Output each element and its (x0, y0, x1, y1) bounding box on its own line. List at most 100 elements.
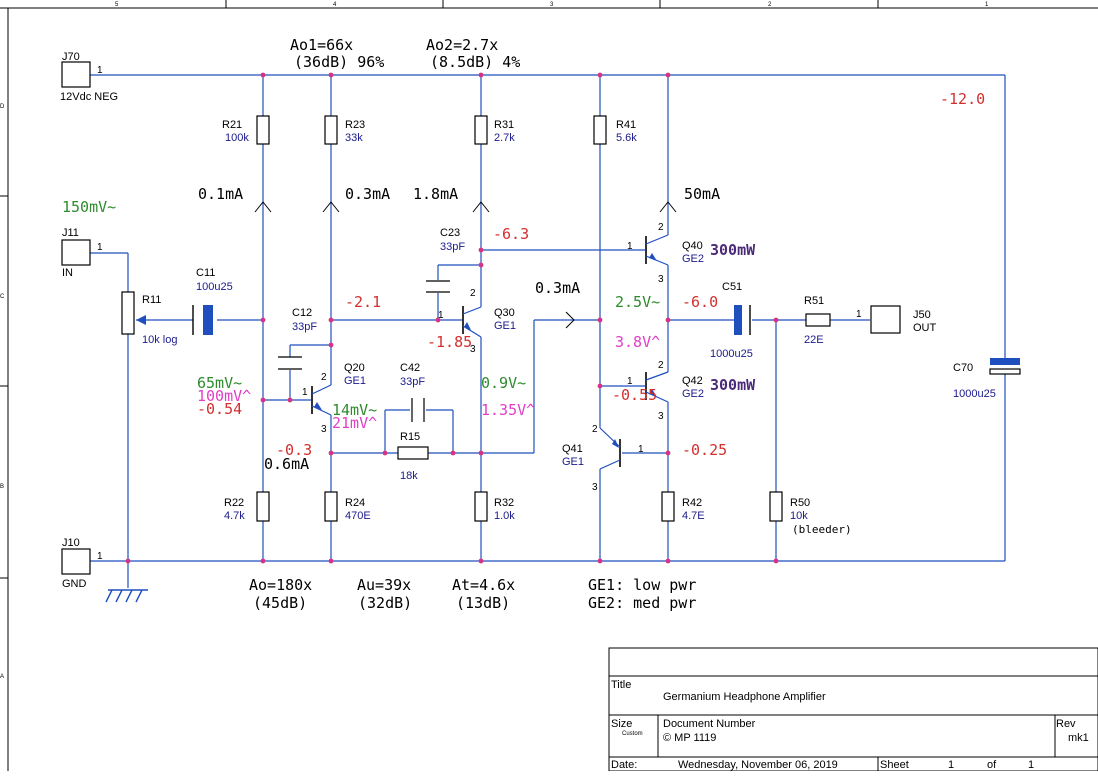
connector-j50: J50 OUT 1 (856, 305, 937, 334)
resistor-value: 22E (804, 334, 824, 346)
current-label: 50mA (684, 185, 720, 203)
title-label: Title (611, 679, 631, 691)
pin-number: 1 (302, 387, 308, 398)
resistor-ref: R41 (616, 119, 636, 131)
border-letter: A (0, 674, 4, 680)
current-label: 0.3mA (345, 185, 390, 203)
resistor-r51: R51 22E (804, 295, 831, 346)
document-number-label: Document Number (663, 718, 756, 730)
voltage-ac: 2.5V~ (615, 293, 660, 311)
pin-number: 1 (438, 310, 444, 321)
resistor-ref: R42 (682, 497, 702, 509)
resistor-r32: R32 1.0k (474, 491, 515, 522)
capacitor-value: 33pF (400, 376, 425, 388)
size-label: Size (611, 718, 632, 730)
resistor-ref: R32 (494, 497, 514, 509)
resistor-r31: R31 2.7k (474, 115, 515, 145)
capacitor-c51: C51 1000u25 (710, 281, 753, 360)
gain-ao-detail: (45dB) (253, 594, 307, 612)
voltage-dc: -1.85 (427, 333, 472, 351)
resistor-value: 4.7k (224, 510, 245, 522)
border-number: 1 (985, 2, 989, 8)
transistor-q41: 1 2 3 Q41 GE1 (562, 424, 644, 493)
capacitor-c70: C70 1000u25 (953, 358, 1021, 400)
pin-number: 1 (627, 241, 633, 252)
capacitor-c11: C11 100u25 (192, 267, 233, 335)
voltage-dc: -0.25 (682, 441, 727, 459)
gain-at: At=4.6x (452, 576, 515, 594)
resistor-value: 33k (345, 132, 363, 144)
pin-number: 3 (658, 411, 664, 422)
transistor-ref: Q40 (682, 240, 703, 252)
transistor-type: GE2 (682, 253, 704, 265)
resistor-ref: R50 (790, 497, 810, 509)
capacitor-ref: C12 (292, 307, 312, 319)
pin-number: 3 (658, 274, 664, 285)
resistor-r24: R24 470E (324, 491, 371, 522)
gain-au-detail: (32dB) (358, 594, 412, 612)
connector-j10: J10 GND 1 (61, 537, 103, 590)
connector-name: 12Vdc NEG (60, 91, 118, 103)
transistor-ref: Q30 (494, 307, 515, 319)
resistor-r21: R21 100k (222, 115, 270, 145)
resistor-ref: R23 (345, 119, 365, 131)
legend-ge2: GE2: med pwr (588, 594, 696, 612)
connector-ref: J50 (913, 309, 931, 321)
connector-ref: J11 (62, 227, 79, 239)
resistor-value: 100k (225, 132, 249, 144)
document-number: © MP 1119 (663, 732, 716, 744)
gain-ao2-detail: (8.5dB) 4% (430, 53, 520, 71)
border-letter: B (0, 484, 4, 490)
current-arrows (254, 201, 677, 329)
voltage-ac-peak: 3.8V^ (615, 333, 660, 351)
border-letter: D (0, 104, 5, 110)
connector-name: OUT (913, 322, 937, 334)
date-label: Date: (611, 759, 637, 771)
voltage-labels: -12.0 150mV~ -6.3 -2.1 -1.85 -6.0 2.5V~ … (62, 90, 985, 459)
resistor-r22: R22 4.7k (224, 491, 270, 522)
border-number: 2 (768, 2, 772, 8)
voltage-dc: -2.1 (345, 293, 381, 311)
sheet-total: 1 (1028, 759, 1034, 771)
transistor-q42: 1 2 3 Q42 GE2 300mW (627, 360, 756, 422)
resistor-value: 10k (790, 510, 808, 522)
transistor-power: 300mW (710, 376, 756, 394)
voltage-dc: -0.55 (612, 386, 657, 404)
border-number: 5 (115, 2, 119, 8)
border-number: 4 (333, 2, 337, 8)
voltage-ac-peak: 100mV^ (197, 387, 251, 405)
resistor-r23: R23 33k (324, 115, 365, 145)
gain-ao1: Ao1=66x (290, 36, 353, 54)
resistor-value: 470E (345, 510, 371, 522)
capacitor-ref: C11 (196, 267, 215, 279)
pin-number: 1 (638, 444, 644, 455)
sheet-label: Sheet (880, 759, 909, 771)
capacitor-ref: C70 (953, 362, 973, 374)
current-label: 0.6mA (264, 455, 309, 473)
resistor-value: 2.7k (494, 132, 515, 144)
connector-ref: J70 (62, 51, 80, 63)
transistor-ref: Q41 (562, 443, 583, 455)
resistor-r15: R15 18k (397, 431, 429, 482)
pin-number: 1 (856, 309, 862, 320)
legend-ge1: GE1: low pwr (588, 576, 696, 594)
gain-ao2: Ao2=2.7x (426, 36, 498, 54)
border-number: 3 (550, 2, 554, 8)
voltage-supply: -12.0 (940, 90, 985, 108)
transistor-type: GE2 (682, 388, 704, 400)
pin-number: 2 (658, 360, 664, 371)
pin-number: 3 (321, 424, 327, 435)
wiring (90, 74, 1006, 603)
connector-ref: J10 (62, 537, 80, 549)
potentiometer-r11: R11 10k log (121, 291, 177, 346)
transistor-q20: 1 2 3 Q20 GE1 (302, 362, 366, 435)
resistor-value: 1.0k (494, 510, 515, 522)
resistor-ref: R11 (142, 294, 161, 306)
voltage-ac: 0.9V~ (481, 374, 526, 392)
transistor-q30: 1 2 3 Q30 GE1 (438, 288, 516, 355)
voltage-ac: 65mV~ (197, 374, 242, 392)
resistor-value: 10k log (142, 334, 177, 346)
voltage-ac: 14mV~ (332, 401, 377, 419)
resistor-r42: R42 4.7E (661, 491, 705, 522)
